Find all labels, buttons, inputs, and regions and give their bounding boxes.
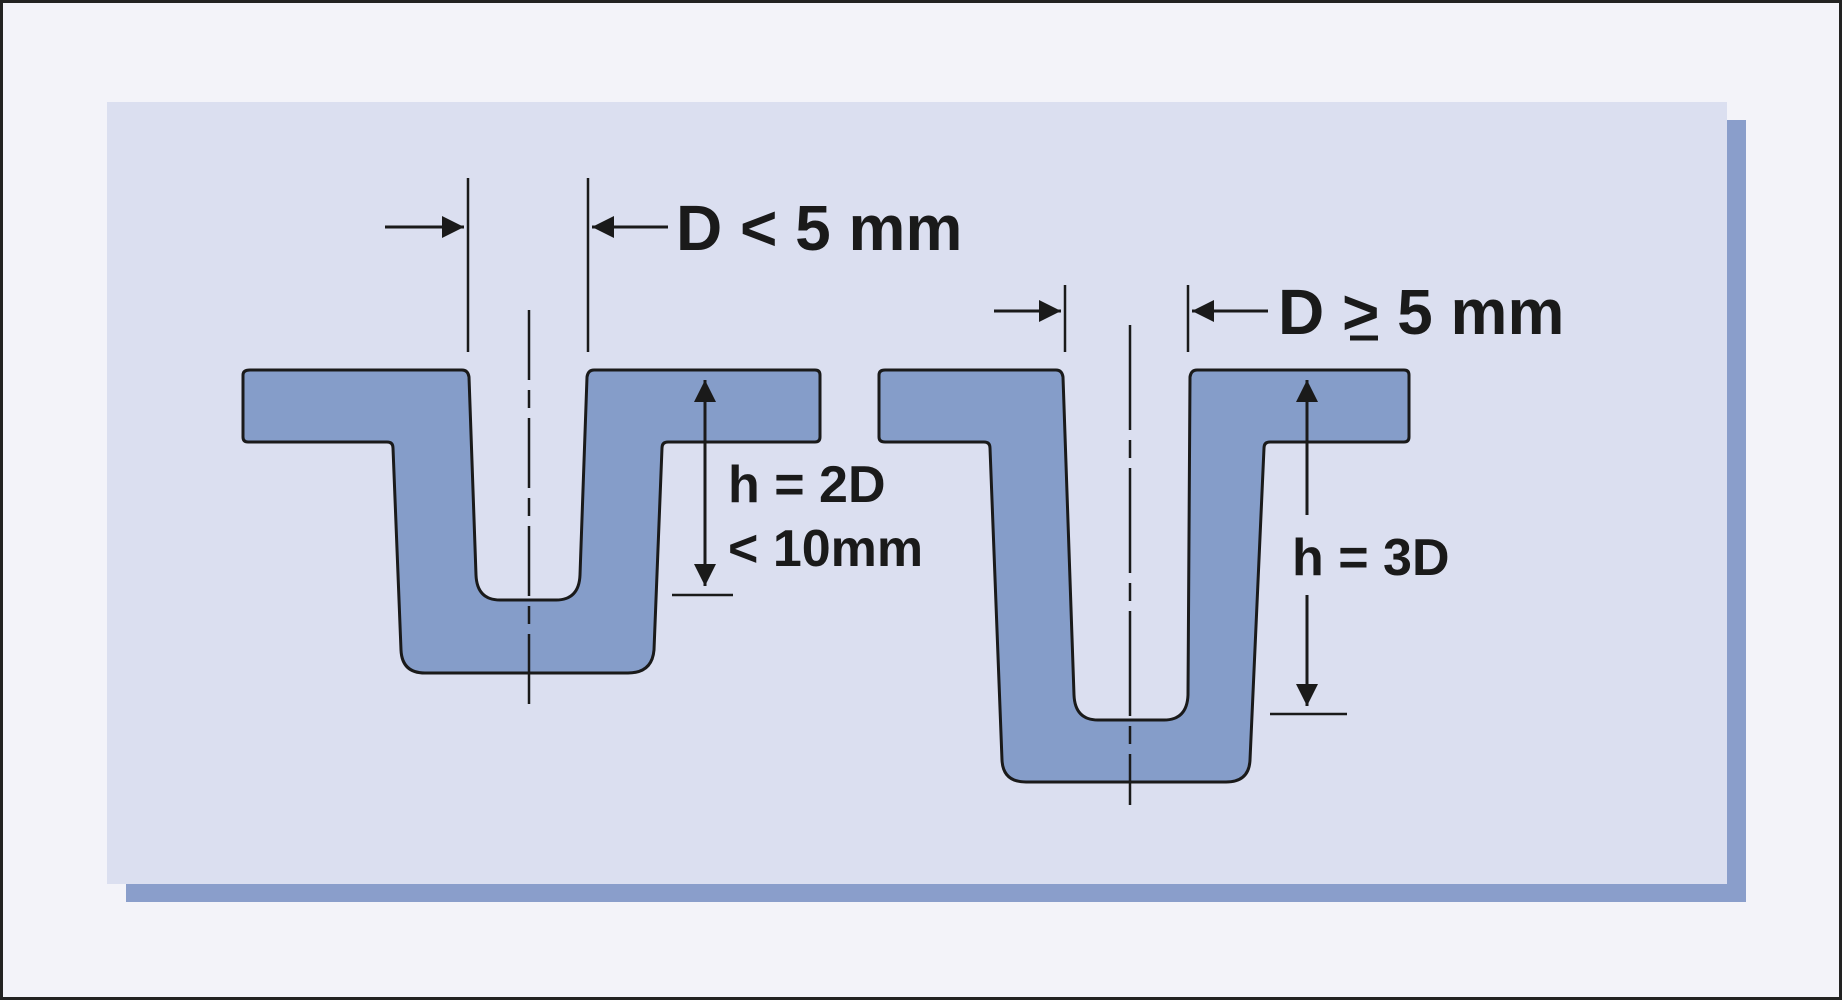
- right-part: D > 5 mm h = 3D: [877, 276, 1564, 805]
- left-height-label-line2: < 10mm: [728, 520, 923, 578]
- right-diameter-label: D > 5 mm: [1278, 276, 1564, 348]
- left-part-profile: [241, 368, 822, 675]
- left-height-label-line1: h = 2D: [728, 456, 886, 514]
- right-height-label: h = 3D: [1292, 529, 1450, 587]
- right-diameter-label-suffix: 5 mm: [1379, 276, 1564, 348]
- right-diameter-label-prefix: D: [1278, 276, 1342, 348]
- left-diameter-label: D < 5 mm: [676, 192, 962, 264]
- panel-background: [107, 102, 1727, 884]
- left-part: D < 5 mm h = 2D < 10mm: [241, 178, 962, 712]
- right-part-profile: [877, 368, 1411, 784]
